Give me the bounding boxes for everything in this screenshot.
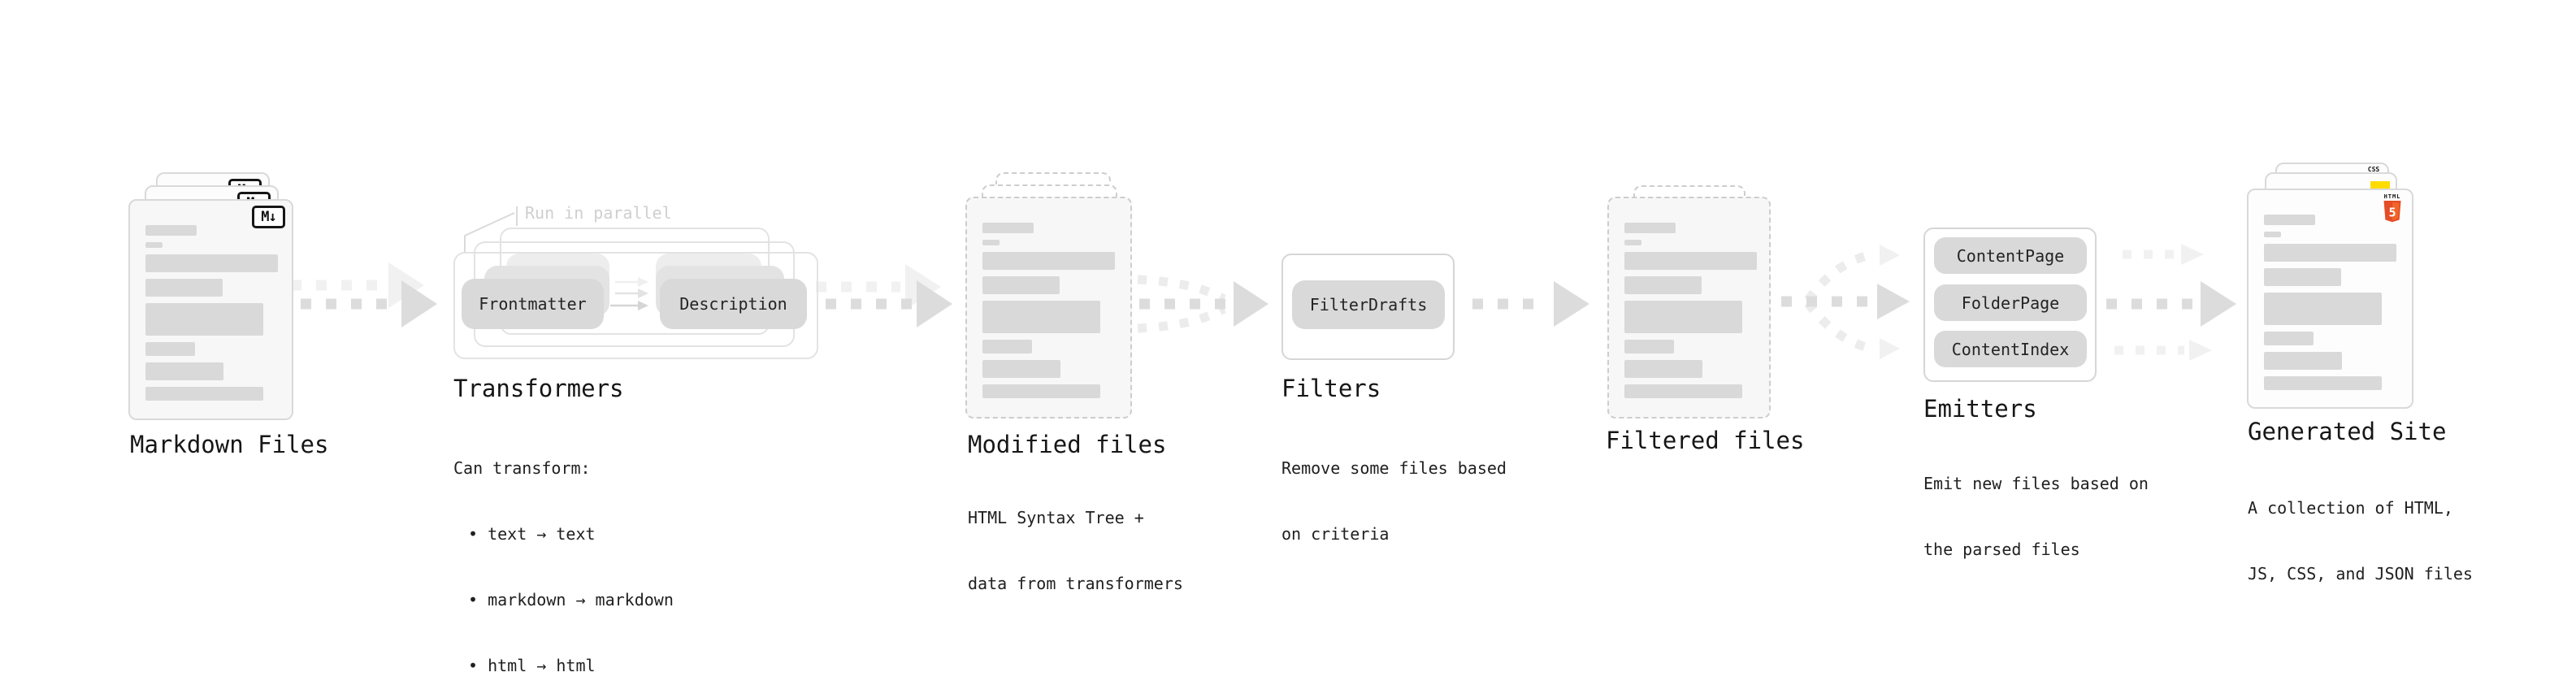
content-bar [1624, 252, 1757, 270]
description-line: Can transform: [453, 458, 591, 478]
file-content-placeholder [2264, 215, 2396, 390]
content-bar [2264, 268, 2341, 286]
markdown-icon: M↓ [252, 206, 285, 228]
html5-icon: HTML 5 [2382, 193, 2403, 226]
content-bar [145, 279, 223, 297]
contentpage-pill: ContentPage [1934, 237, 2087, 274]
content-bar [145, 242, 163, 248]
file-card: M↓ [128, 199, 293, 420]
file-card [1607, 197, 1771, 419]
content-bar [982, 240, 1000, 245]
description-bullet: • markdown → markdown [468, 590, 674, 609]
content-bar [2264, 244, 2396, 262]
description-line: Remove some files based [1281, 458, 1507, 478]
content-bar [1624, 240, 1641, 245]
folderpage-pill: FolderPage [1934, 284, 2087, 321]
filterdrafts-pill: FilterDrafts [1292, 280, 1445, 329]
content-bar [145, 254, 278, 272]
description-pill: Description [660, 279, 807, 329]
frontmatter-pill: Frontmatter [462, 279, 604, 329]
description-line: the parsed files [1923, 540, 2080, 559]
js-icon [2370, 181, 2390, 190]
content-bar [2264, 376, 2382, 390]
content-bar [982, 276, 1060, 294]
description-line: HTML Syntax Tree + [968, 508, 1144, 527]
content-bar [1624, 276, 1702, 294]
content-bar [2264, 293, 2382, 325]
content-bar [145, 342, 195, 356]
file-card: HTML 5 [2247, 189, 2413, 409]
content-bar [2264, 215, 2315, 225]
content-bar [982, 301, 1100, 333]
html5-icon-label: HTML [2383, 193, 2401, 200]
content-bar [145, 387, 263, 401]
content-bar [1624, 223, 1676, 233]
transformers-description: Can transform: • text → text • markdown … [453, 414, 674, 681]
css-icon-label: CSS [2367, 166, 2380, 173]
emitters-title: Emitters [1923, 395, 2037, 423]
contentindex-pill: ContentIndex [1934, 331, 2087, 367]
description-bullet: • text → text [468, 524, 596, 544]
content-bar [145, 225, 197, 236]
file-content-placeholder [145, 225, 278, 401]
filtered-files-title: Filtered files [1606, 427, 1805, 454]
filters-description: Remove some files based on criteria [1281, 414, 1507, 589]
run-in-parallel-note: Run in parallel [525, 203, 672, 223]
modified-files-title: Modified files [968, 431, 1167, 458]
transformer-box [453, 252, 818, 359]
description-line: A collection of HTML, [2248, 498, 2453, 518]
description-line: Emit new files based on [1923, 474, 2149, 493]
content-bar [1624, 360, 1702, 378]
content-bar [982, 252, 1115, 270]
content-bar [982, 384, 1100, 398]
file-content-placeholder [1624, 223, 1757, 398]
description-line: data from transformers [968, 574, 1183, 593]
description-bullet: • html → html [468, 656, 596, 675]
content-bar [982, 360, 1060, 378]
description-line: JS, CSS, and JSON files [2248, 564, 2473, 583]
content-bar [1624, 301, 1742, 333]
file-content-placeholder [982, 223, 1115, 398]
modified-files-description: HTML Syntax Tree + data from transformer… [968, 463, 1183, 639]
content-bar [1624, 340, 1674, 354]
filters-title: Filters [1281, 375, 1381, 402]
content-bar [2264, 352, 2342, 370]
svg-text:5: 5 [2388, 206, 2396, 220]
file-card [965, 197, 1132, 419]
description-line: on criteria [1281, 524, 1390, 544]
content-bar [1624, 384, 1742, 398]
content-bar [2264, 232, 2281, 237]
emitters-description: Emit new files based on the parsed files [1923, 429, 2149, 605]
content-bar [145, 303, 263, 336]
content-bar [145, 362, 223, 380]
generated-site-title: Generated Site [2248, 418, 2447, 445]
content-bar [2264, 332, 2314, 345]
transformers-title: Transformers [453, 375, 624, 402]
content-bar [982, 223, 1034, 233]
markdown-files-title: Markdown Files [130, 431, 329, 458]
content-bar [982, 340, 1032, 354]
generated-site-description: A collection of HTML, JS, CSS, and JSON … [2248, 453, 2473, 629]
html5-shield-icon: 5 [2383, 201, 2401, 223]
